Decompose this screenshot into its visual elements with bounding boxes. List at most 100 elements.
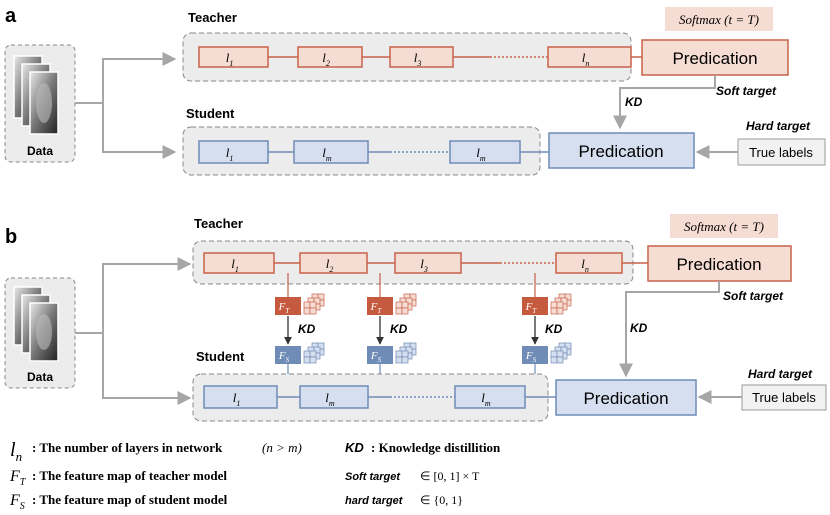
soft-target-label: Soft target xyxy=(723,289,784,303)
student-predication-label: Predication xyxy=(578,142,663,161)
svg-text:FS: FS xyxy=(370,350,382,364)
teacher-layer: l1 xyxy=(203,252,275,274)
student-feature-cube-icon xyxy=(303,342,325,364)
legend-soft-text: ∈ [0, 1] × T xyxy=(420,469,480,483)
svg-text:l1: l1 xyxy=(231,256,239,274)
kd-label: KD xyxy=(390,322,408,336)
svg-text:FT: FT xyxy=(370,301,383,315)
hard-target-label: Hard target xyxy=(746,119,811,133)
student-layer: l1 xyxy=(198,140,269,164)
panel-b: b Data Teacher l1 l2 l3 ln Predication Soft… xyxy=(4,214,827,422)
kd-label: KD xyxy=(630,321,648,335)
legend-ft-symbol: FT xyxy=(9,468,27,488)
data-to-teacher-arrow xyxy=(75,52,177,104)
panel-b-letter: b xyxy=(5,226,17,248)
svg-text:lm: lm xyxy=(481,390,491,408)
svg-text:l3: l3 xyxy=(414,50,422,68)
student-feature-cube-icon xyxy=(395,342,417,364)
svg-text:FT: FT xyxy=(525,301,538,315)
true-labels-box xyxy=(737,138,826,166)
student-feature-map: FS xyxy=(522,346,548,364)
legend: ln : The number of layers in network (n … xyxy=(9,439,501,512)
teacher-feature-cube-icon xyxy=(303,293,325,315)
legend-hard-text: ∈ {0, 1} xyxy=(420,493,463,507)
data-box-b: Data xyxy=(4,277,76,389)
teacher-feature-map: FT xyxy=(275,297,301,315)
student-layer: lm xyxy=(454,385,526,409)
teacher-predication-label: Predication xyxy=(676,255,761,274)
teacher-feature-cube-icon xyxy=(395,293,417,315)
svg-text:lm: lm xyxy=(476,145,486,163)
teacher-layer: ln xyxy=(547,46,632,68)
student-predication-box xyxy=(548,132,695,169)
data-to-teacher-arrow xyxy=(75,257,192,334)
svg-text:ln: ln xyxy=(582,50,590,68)
svg-text:lm: lm xyxy=(322,145,332,163)
student-layer: lm xyxy=(299,385,369,409)
svg-text:l1: l1 xyxy=(226,50,234,68)
student-feature-map: FS xyxy=(367,346,393,364)
softmax-label: Softmax (t = T) xyxy=(679,12,759,27)
true-labels-label: True labels xyxy=(749,145,813,160)
kd-label: KD xyxy=(625,95,643,109)
mri-stack-icon xyxy=(13,55,59,135)
kd-label: KD xyxy=(545,322,563,336)
teacher-layer: l1 xyxy=(198,46,269,68)
svg-text:l3: l3 xyxy=(420,256,428,274)
teacher-feature-map: FT xyxy=(522,297,548,315)
student-label: Student xyxy=(186,106,235,121)
teacher-feature-map: FT xyxy=(367,297,393,315)
data-box-a: Data xyxy=(4,44,76,163)
data-to-student-arrow xyxy=(102,103,177,159)
legend-soft-symbol: Soft target xyxy=(345,471,401,483)
soft-target-arrow xyxy=(619,281,720,378)
teacher-layer: ln xyxy=(555,252,623,274)
soft-target-label: Soft target xyxy=(716,84,777,98)
teacher-label: Teacher xyxy=(194,216,243,231)
student-layer: l1 xyxy=(203,385,278,409)
teacher-layer: l3 xyxy=(394,252,462,274)
softmax-label: Softmax (t = T) xyxy=(684,219,764,234)
svg-text:lm: lm xyxy=(325,390,335,408)
student-layer: lm xyxy=(293,140,369,164)
teacher-layer: l2 xyxy=(299,252,368,274)
softmax-box xyxy=(665,7,773,31)
data-to-student-arrow xyxy=(102,333,192,405)
legend-fs-symbol: FS xyxy=(9,492,25,512)
legend-ln-text: : The number of layers in network xyxy=(32,440,223,455)
teacher-label: Teacher xyxy=(188,10,237,25)
true-labels-label: True labels xyxy=(752,390,816,405)
legend-ft-text: : The feature map of teacher model xyxy=(32,468,227,483)
teacher-layer: l3 xyxy=(389,46,454,68)
softmax-box xyxy=(670,214,778,238)
student-layer: lm xyxy=(449,140,521,164)
svg-text:l2: l2 xyxy=(322,50,330,68)
legend-kd-text: : Knowledge distillition xyxy=(371,440,501,455)
legend-kd-symbol: KD xyxy=(345,440,364,455)
hard-target-label: Hard target xyxy=(748,367,813,381)
teacher-predication-box xyxy=(641,39,789,76)
student-predication-label: Predication xyxy=(583,389,668,408)
legend-ln-symbol: ln xyxy=(10,439,22,464)
mri-stack-icon xyxy=(13,286,59,362)
svg-text:ln: ln xyxy=(581,256,589,274)
student-predication-box xyxy=(555,379,697,416)
svg-text:FS: FS xyxy=(278,350,290,364)
svg-text:l1: l1 xyxy=(233,390,241,408)
soft-target-arrow xyxy=(613,75,716,130)
teacher-predication-label: Predication xyxy=(672,49,757,68)
legend-fs-text: : The feature map of student model xyxy=(32,492,228,507)
legend-hard-symbol: hard target xyxy=(345,495,404,507)
data-label: Data xyxy=(27,370,53,384)
svg-text:FS: FS xyxy=(525,350,537,364)
panel-a-letter: a xyxy=(5,5,17,27)
svg-text:l2: l2 xyxy=(326,256,334,274)
data-label: Data xyxy=(27,144,53,158)
student-feature-map: FS xyxy=(275,346,301,364)
student-feature-cube-icon xyxy=(550,342,572,364)
kd-label: KD xyxy=(298,322,316,336)
teacher-feature-cube-icon xyxy=(550,293,572,315)
teacher-layer: l2 xyxy=(297,46,363,68)
